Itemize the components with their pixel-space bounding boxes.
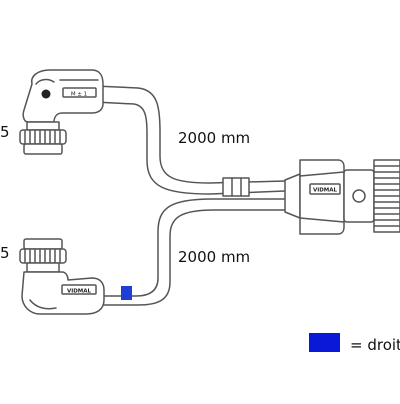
- connector-right: [284, 159, 400, 235]
- length-label-top: 2000 mm: [178, 129, 250, 147]
- cable-bottom: [99, 198, 286, 306]
- legend-swatch: [309, 333, 340, 352]
- connector-bottom-left-text: VIDMAL: [67, 289, 92, 295]
- knurled-ring-top: [24, 130, 61, 144]
- connector-top-left: [19, 69, 104, 155]
- connector-right-text: VIDMAL: [313, 188, 338, 194]
- junction-sleeve: [222, 177, 250, 197]
- legend: = droit: [309, 333, 400, 354]
- knurled-ring-right: [373, 165, 400, 227]
- knurled-ring-bottom: [24, 249, 61, 263]
- left-label-top-fragment: 5: [0, 123, 10, 141]
- left-label-bottom-fragment: 5: [0, 244, 10, 262]
- cable-top: [94, 85, 286, 195]
- connector-top-left-text: M ± 1: [71, 92, 87, 98]
- legend-text: = droit: [350, 336, 400, 354]
- connector-bottom-left: [19, 238, 105, 315]
- straight-marker: [121, 286, 132, 300]
- length-label-bottom: 2000 mm: [178, 248, 250, 266]
